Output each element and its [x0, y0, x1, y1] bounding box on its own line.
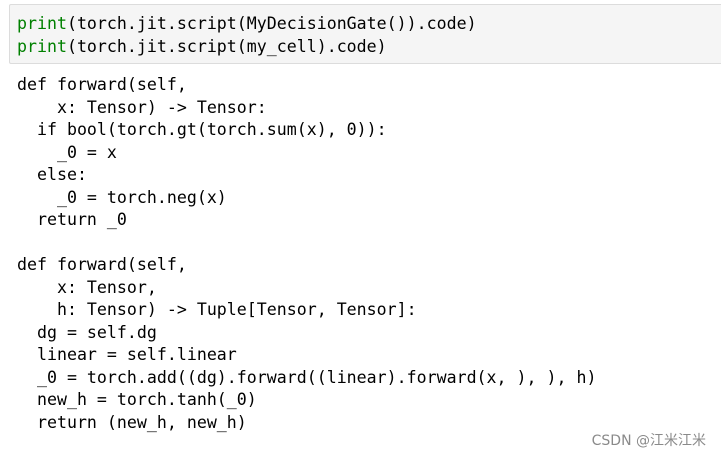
- output-line: return (new_h, new_h): [17, 412, 247, 432]
- output-line: _0 = x: [17, 142, 117, 162]
- output-line: x: Tensor) -> Tensor:: [17, 97, 267, 117]
- output-line: _0 = torch.add((dg).forward((linear).for…: [17, 367, 597, 387]
- csdn-watermark: CSDN @江米江米: [591, 433, 706, 449]
- input-line-1: print(torch.jit.script(MyDecisionGate())…: [17, 13, 477, 36]
- output-line: return _0: [17, 210, 127, 229]
- output-line: x: Tensor,: [17, 277, 157, 297]
- cell-output: def forward(self, x: Tensor) -> Tensor: …: [0, 74, 722, 444]
- input-line-2: print(torch.jit.script(my_cell).code): [17, 36, 387, 59]
- print-keyword: print: [17, 36, 67, 56]
- output-line: _0 = torch.neg(x): [17, 187, 227, 207]
- output-line: dg = self.dg: [17, 322, 157, 342]
- output-line: def forward(self,: [17, 255, 187, 274]
- print-keyword: print: [17, 14, 67, 33]
- code-input-cell[interactable]: print(torch.jit.script(MyDecisionGate())…: [9, 4, 721, 64]
- output-line: h: Tensor) -> Tuple[Tensor, Tensor]:: [17, 300, 417, 319]
- output-line: def forward(self,: [17, 75, 187, 94]
- output-line: else:: [17, 165, 87, 184]
- input-line-2-args: (torch.jit.script(my_cell).code): [66, 36, 387, 56]
- input-line-1-args: (torch.jit.script(MyDecisionGate()).code…: [66, 14, 477, 33]
- output-line: new_h = torch.tanh(_0): [17, 390, 257, 409]
- output-line: if bool(torch.gt(torch.sum(x), 0)):: [17, 120, 387, 139]
- output-line: linear = self.linear: [17, 345, 237, 364]
